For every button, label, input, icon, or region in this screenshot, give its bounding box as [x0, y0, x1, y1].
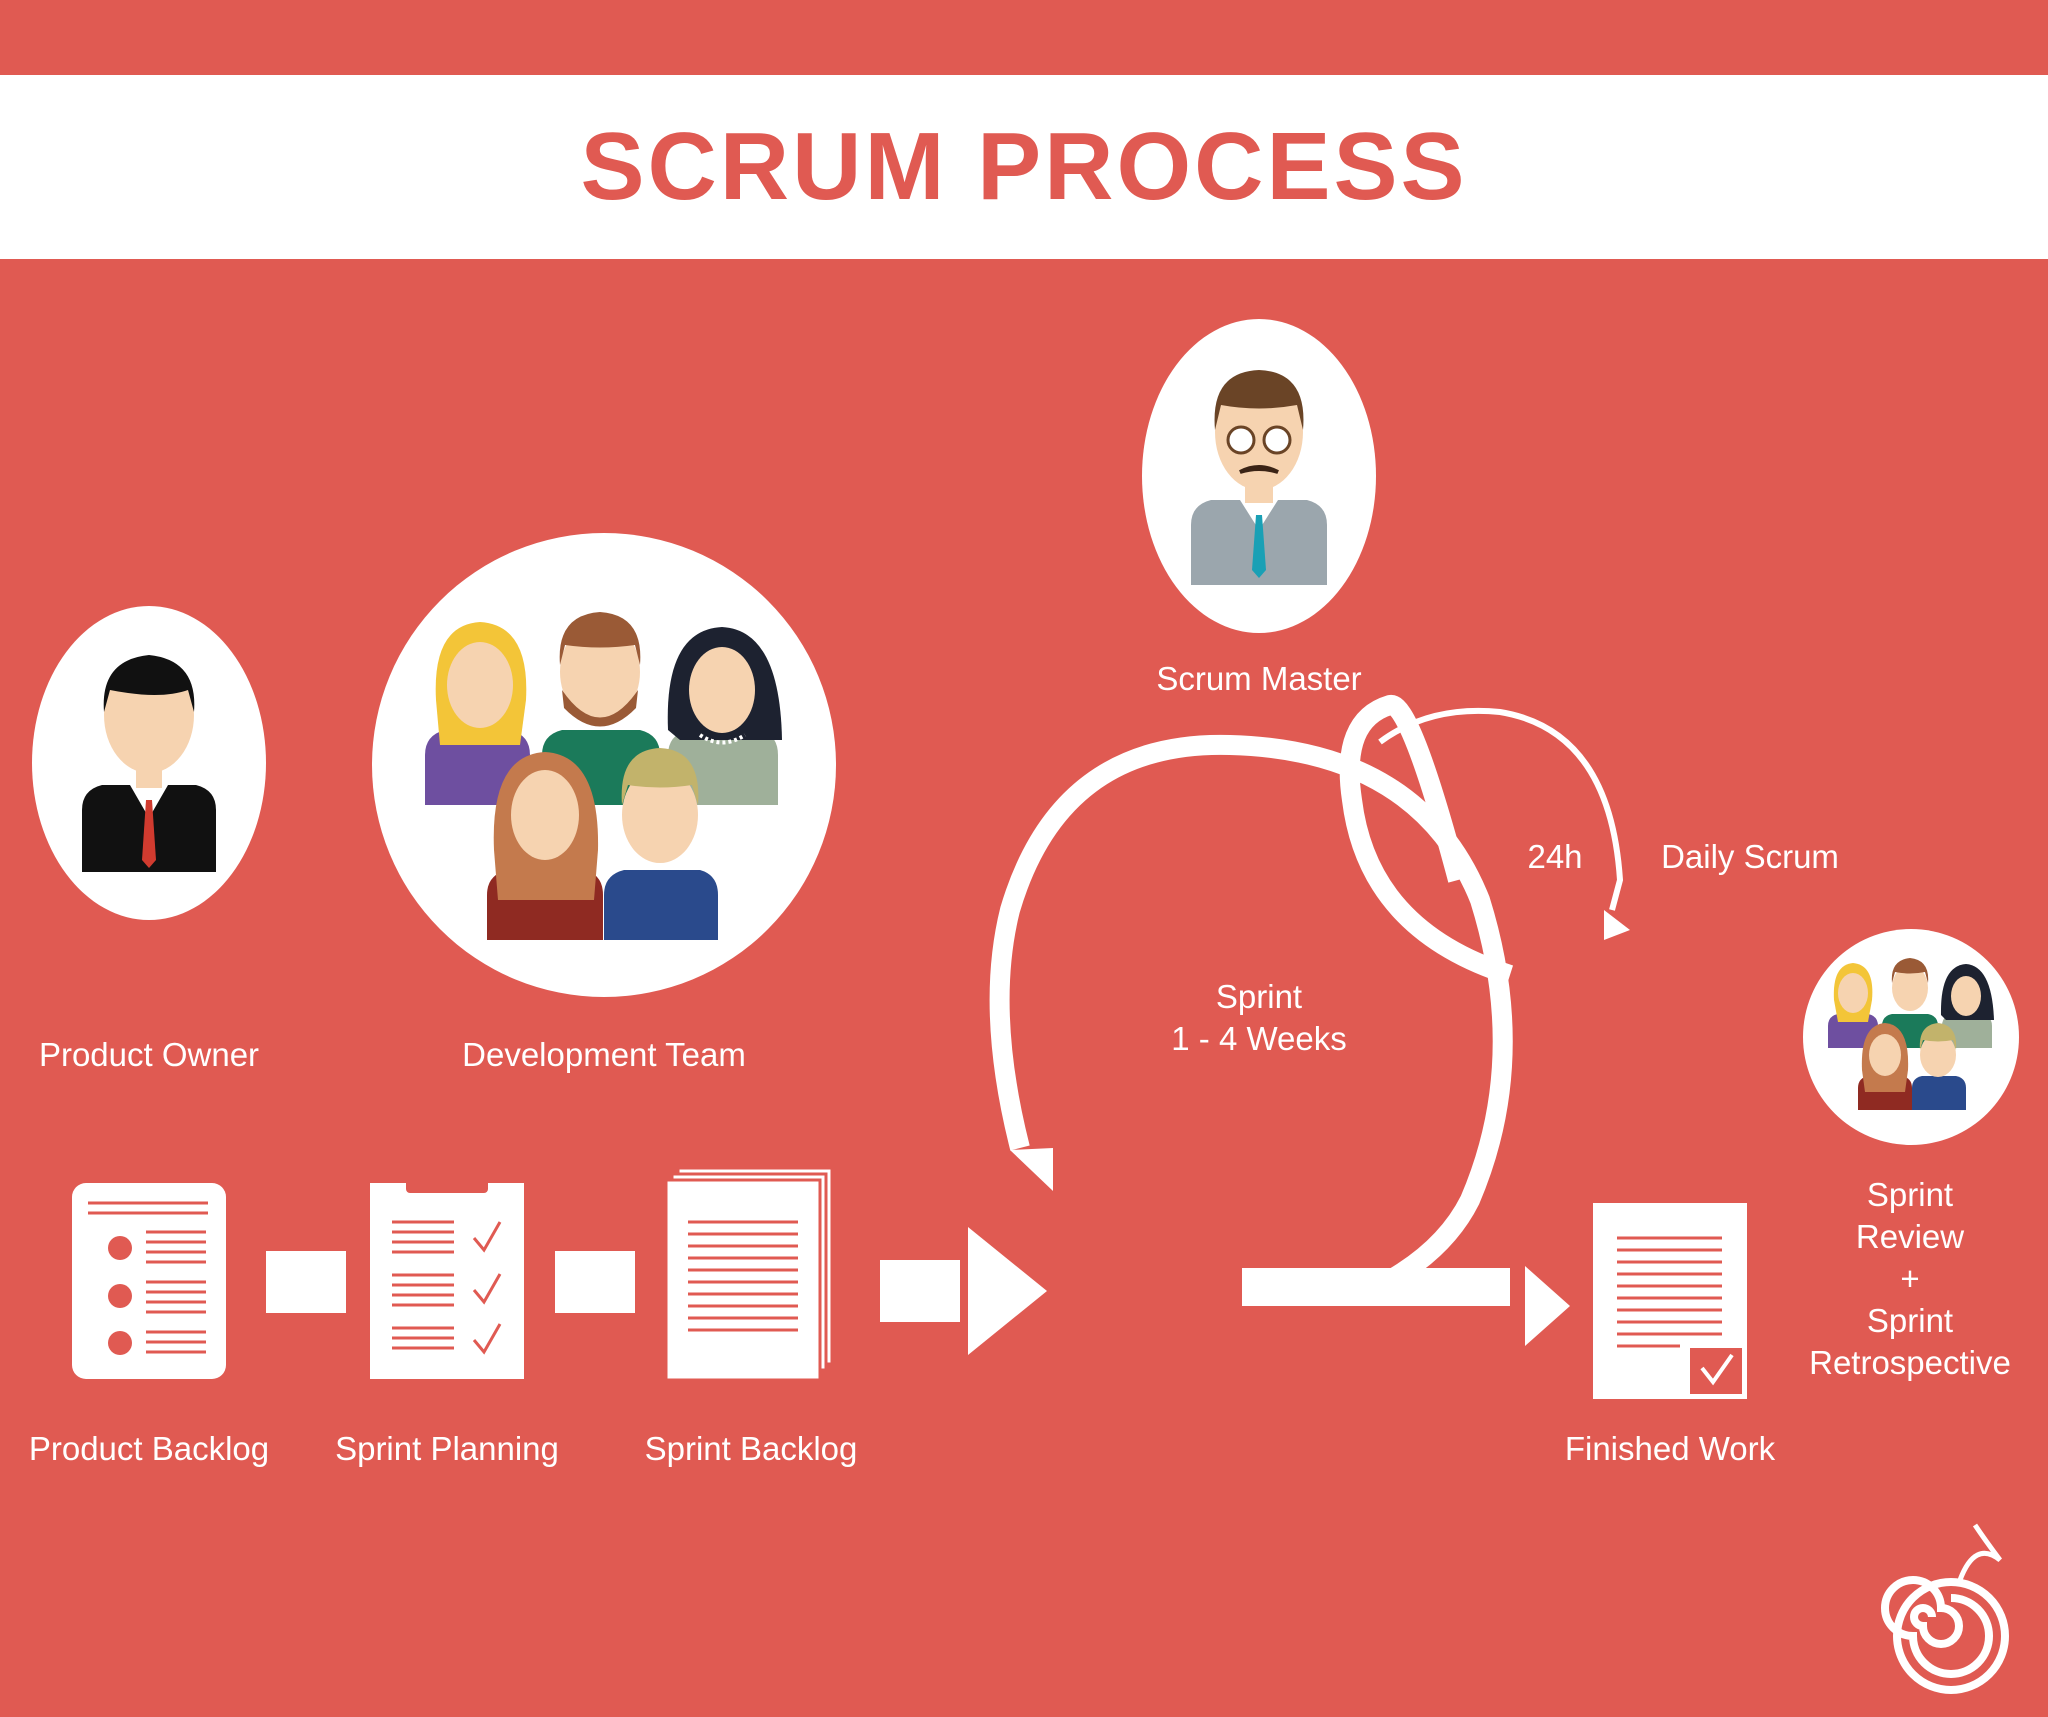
product-backlog-icon — [72, 1183, 226, 1379]
sprint-cycle-arrow — [989, 695, 1624, 1305]
daily-scrum-label: Daily Scrum — [1661, 838, 1839, 875]
sprint-base-bar — [1242, 1268, 1510, 1306]
flow-arrow-into-sprint — [880, 1227, 1047, 1355]
review-line-1: Sprint — [1866, 1176, 1954, 1213]
sprint-arrowhead — [1010, 1148, 1053, 1191]
daily-scrum-arrowhead — [1604, 910, 1630, 940]
product-owner-icon — [32, 606, 266, 920]
review-line-5: Retrospective — [1809, 1344, 2011, 1381]
finished-work-label: Finished Work — [1564, 1430, 1776, 1467]
sprint-review-team-icon — [1803, 929, 2019, 1145]
finished-work-icon — [1593, 1203, 1747, 1399]
sprint-planning-label: Sprint Planning — [335, 1430, 559, 1467]
connector-block-2 — [555, 1251, 635, 1313]
development-team-icon — [372, 533, 836, 997]
daily-period-label: 24h — [1527, 838, 1583, 875]
scrum-master-icon — [1142, 319, 1376, 633]
sprint-label: Sprint — [1215, 978, 1303, 1015]
review-line-2: Review — [1855, 1218, 1965, 1255]
sprint-backlog-icon — [664, 1166, 834, 1382]
connector-block-1 — [266, 1251, 346, 1313]
development-team-label: Development Team — [462, 1036, 746, 1073]
flow-arrow-to-finished — [1525, 1266, 1570, 1346]
sprint-backlog-label: Sprint Backlog — [644, 1430, 858, 1467]
spiral-logo-icon — [1881, 1523, 2009, 1694]
scrum-master-label: Scrum Master — [1156, 660, 1362, 697]
page-title: SCRUM PROCESS — [580, 113, 1468, 220]
review-line-4: Sprint — [1866, 1302, 1954, 1339]
product-owner-label: Product Owner — [38, 1036, 260, 1073]
sprint-duration-label: 1 - 4 Weeks — [1171, 1020, 1347, 1057]
review-line-3: + — [1900, 1260, 1920, 1297]
sprint-planning-icon — [370, 1173, 524, 1379]
title-band — [0, 75, 2048, 259]
product-backlog-label: Product Backlog — [28, 1430, 270, 1467]
